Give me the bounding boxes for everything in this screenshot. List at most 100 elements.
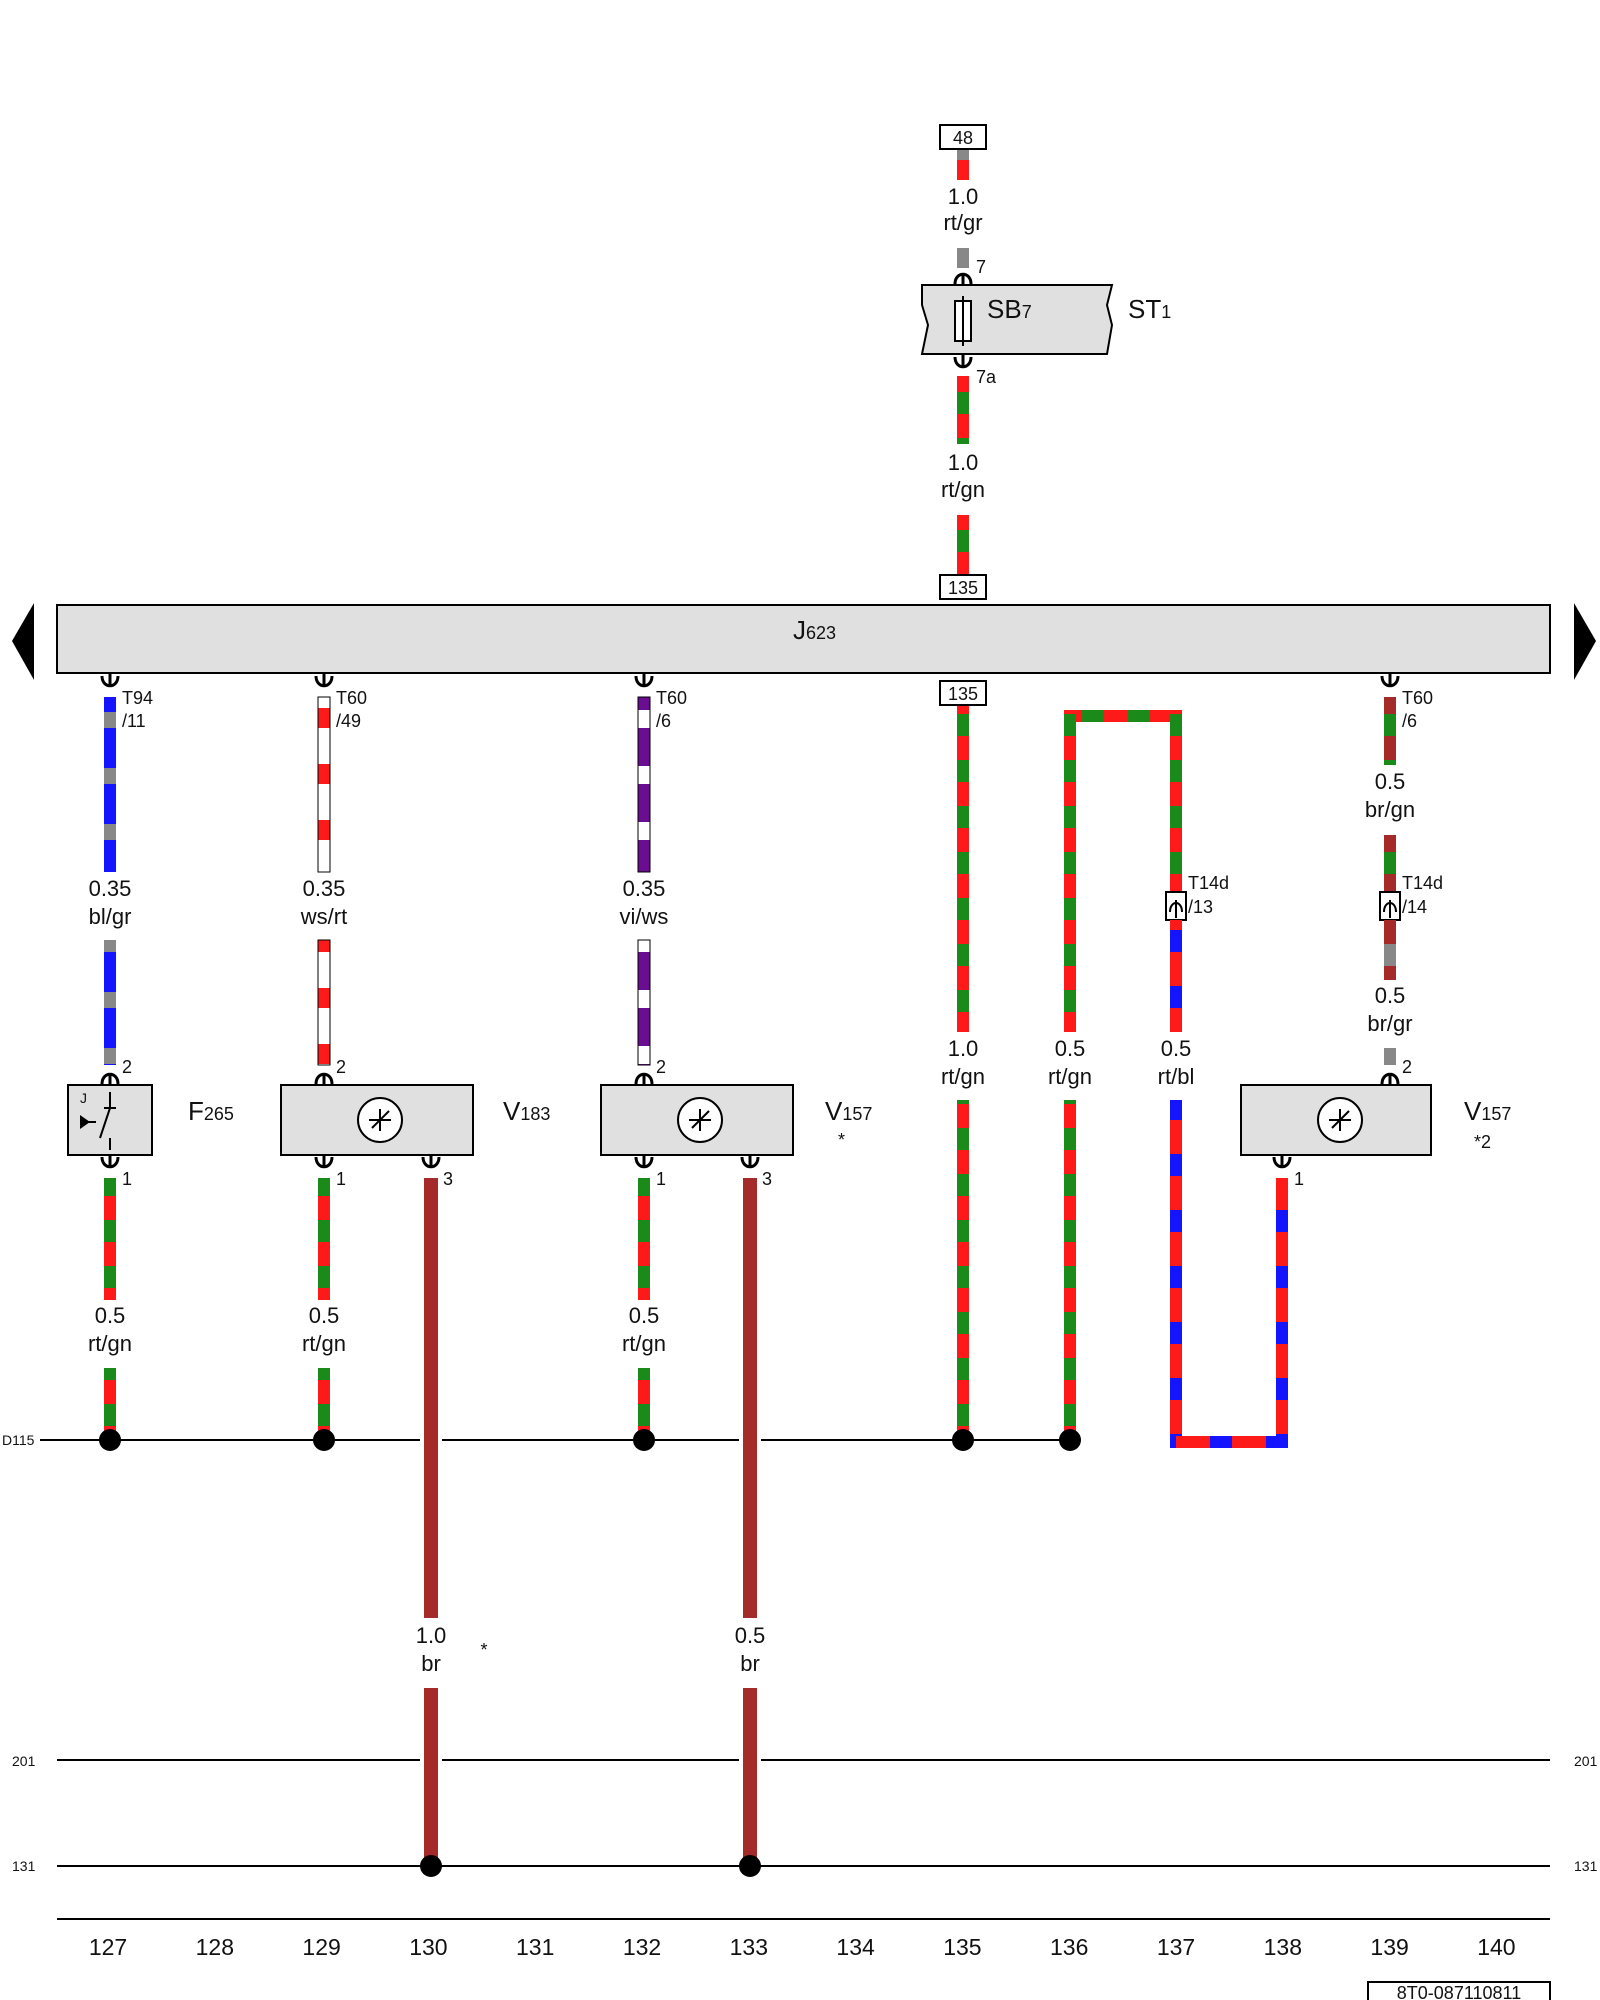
- splice-dot: [739, 1855, 761, 1877]
- wire-137-lower: [1170, 1100, 1182, 1446]
- wire-v157a-pin1-lower: [638, 1368, 650, 1440]
- wire-br-130-note: *: [480, 1640, 487, 1660]
- component-v157b-note: *2: [1474, 1132, 1491, 1152]
- f265-pin-1: 1: [122, 1169, 132, 1189]
- v183-pin3-plug-icon: [421, 1152, 441, 1170]
- wire-137-mid: [1170, 920, 1182, 1032]
- connector-t60-6-plug-icon: [634, 671, 654, 689]
- wire-f265-out-upper: [104, 1178, 116, 1300]
- v157b-pin-1: 1: [1294, 1169, 1304, 1189]
- wire-br-133-color: br: [740, 1651, 760, 1676]
- column-number: 133: [730, 1934, 768, 1960]
- wire-135-upper: [957, 706, 969, 1032]
- ecu-terminal-bottom: 135: [948, 684, 978, 704]
- column-number: 140: [1477, 1934, 1515, 1960]
- v157a-pin3-plug-icon: [740, 1152, 760, 1170]
- v157a-pin-3: 3: [762, 1169, 772, 1189]
- v157a-pin1-plug-icon: [634, 1152, 654, 1170]
- wire-br-133-upper: [743, 1178, 757, 1618]
- wire-viws-size: 0.35: [623, 876, 666, 901]
- fuse-pin7a-plug-icon: [953, 352, 973, 370]
- motor-icon: [357, 1097, 403, 1143]
- wire-fuse-out-upper: [957, 376, 969, 444]
- component-f265-name: F265: [188, 1096, 234, 1126]
- wire-blgr-upper: [104, 697, 116, 872]
- wire-fuse-out-lower: [957, 515, 969, 575]
- wire-wsrt-size: 0.35: [303, 876, 346, 901]
- wire-135-lower: [957, 1100, 969, 1440]
- wire-blgr-lower: [104, 940, 116, 1065]
- splice-dot: [633, 1429, 655, 1451]
- component-v157a-name: V157: [825, 1096, 872, 1126]
- splice-dot: [313, 1429, 335, 1451]
- wire-48-segment: [957, 150, 969, 180]
- connector-t60-6-name: T60: [656, 688, 687, 708]
- wire-f265-out-size: 0.5: [95, 1303, 126, 1328]
- ecu-terminal-bottom-box: [939, 680, 987, 706]
- wire-br-130-color: br: [421, 1651, 441, 1676]
- splice-points: [99, 1429, 1081, 1451]
- wire-137-138-bottom: [1170, 1436, 1288, 1448]
- f265-pin1-plug-icon: [100, 1152, 120, 1170]
- wire-v183-pin1-lower: [318, 1368, 330, 1440]
- column-number: 128: [196, 1934, 234, 1960]
- wire-wsrt-color: ws/rt: [300, 904, 347, 929]
- fuse-name: SB7: [987, 294, 1032, 324]
- connector-t94-pin: /11: [122, 711, 146, 731]
- wire-f265-out-color: rt/gn: [88, 1331, 132, 1356]
- v157b-pin-2: 2: [1402, 1057, 1412, 1077]
- connector-t94-name: T94: [122, 688, 153, 708]
- wire-blgr-size: 0.35: [89, 876, 132, 901]
- column-number: 139: [1370, 1934, 1408, 1960]
- wire-f265-out-lower: [104, 1368, 116, 1440]
- component-v157b-name: V157: [1464, 1096, 1511, 1126]
- wire-wsrt-upper: [317, 696, 331, 873]
- connector-t14d-14-pin: /14: [1402, 897, 1427, 917]
- v157b-pin1-plug-icon: [1272, 1152, 1292, 1170]
- column-number: 134: [836, 1934, 875, 1960]
- wire-136-size: 0.5: [1055, 1036, 1086, 1061]
- wire-136-upper: [1064, 710, 1076, 1032]
- wire-48-color: rt/gr: [943, 210, 982, 235]
- rail-d115-label: D115: [2, 1432, 35, 1448]
- wire-v157a-pin1-upper: [638, 1178, 650, 1300]
- connector-t60-6b-plug-icon: [1380, 671, 1400, 689]
- wire-brgn-lower: [1384, 835, 1396, 892]
- wire-br-133-lower: [743, 1688, 757, 1866]
- splice-dot: [99, 1429, 121, 1451]
- splice-dot: [420, 1855, 442, 1877]
- arrow-right-icon: [1574, 603, 1596, 680]
- connector-t94-plug-icon: [100, 671, 120, 689]
- wire-137-color: rt/bl: [1158, 1064, 1195, 1089]
- splice-dot: [952, 1429, 974, 1451]
- connector-t60-49-plug-icon: [314, 671, 334, 689]
- wire-135-size: 1.0: [948, 1036, 979, 1061]
- wire-brgr-lower: [1384, 1048, 1396, 1065]
- wire-brgr-upper: [1384, 920, 1396, 980]
- v183-pin-3: 3: [443, 1169, 453, 1189]
- v183-pin1-plug-icon: [314, 1152, 334, 1170]
- column-number: 130: [409, 1934, 447, 1960]
- connector-t14d-14-name: T14d: [1402, 873, 1443, 893]
- wire-brgr-color: br/gr: [1367, 1011, 1412, 1036]
- wire-brgn-color: br/gn: [1365, 797, 1415, 822]
- component-v157a-note: *: [838, 1130, 845, 1150]
- document-id-box: [1367, 1981, 1551, 2000]
- v183-pin-2: 2: [336, 1057, 346, 1077]
- splice-dot: [1059, 1429, 1081, 1451]
- connector-t60-6b-name: T60: [1402, 688, 1433, 708]
- connector-t60-6b-pin: /6: [1402, 711, 1417, 731]
- connector-t14d-13-pin: /13: [1188, 897, 1213, 917]
- v157a-pin-2: 2: [656, 1057, 666, 1077]
- rail-131-label-right: 131: [1574, 1858, 1598, 1874]
- ecu-name: J623: [793, 615, 836, 645]
- arrow-left-icon: [12, 603, 34, 680]
- fuse-holder-name: ST1: [1128, 294, 1171, 324]
- wire-48-segment-lower: [957, 248, 969, 268]
- column-number: 135: [943, 1934, 981, 1960]
- terminal-48-box: [939, 124, 987, 150]
- wire-brgn-size: 0.5: [1375, 769, 1406, 794]
- wire-137-upper: [1170, 710, 1182, 892]
- column-number: 127: [89, 1934, 127, 1960]
